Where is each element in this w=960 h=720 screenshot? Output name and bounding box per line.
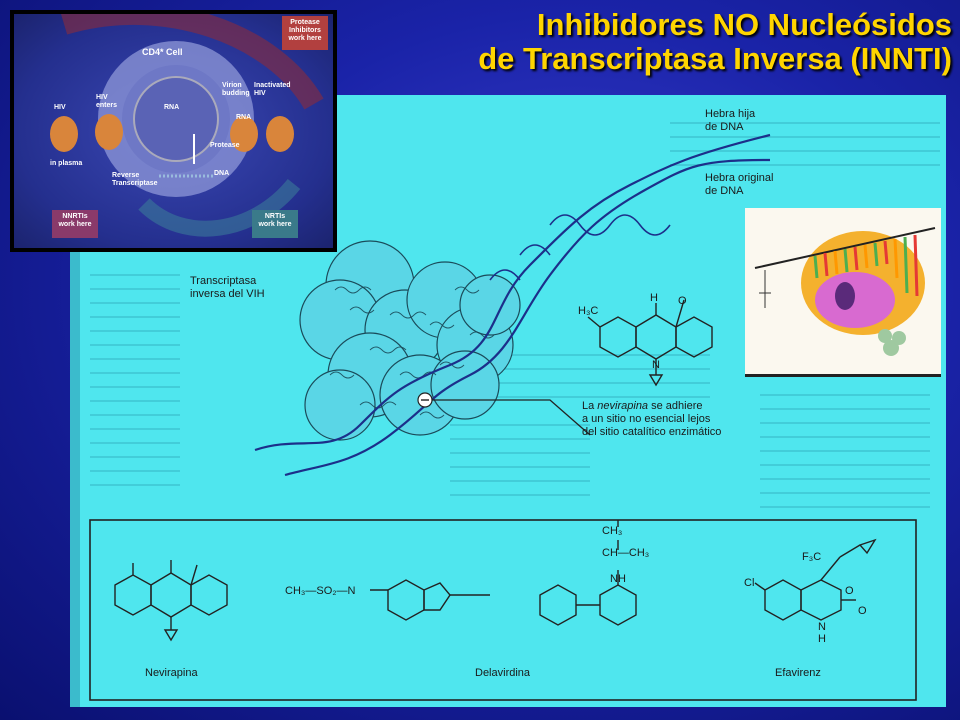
efavirenz-n: N bbox=[818, 621, 826, 633]
reverse-transcriptase-label: Reverse Transcriptase bbox=[112, 172, 158, 187]
in-plasma-label: in plasma bbox=[50, 160, 83, 167]
daughter-strand-label: Hebra hija de DNA bbox=[705, 108, 756, 133]
title-line-1: Inhibidores NO Nucleósidos bbox=[536, 7, 952, 42]
carbonyl-o-label: O bbox=[678, 295, 687, 307]
efavirenz-carbonyl-o: O bbox=[858, 605, 867, 617]
efavirenz-h: H bbox=[818, 633, 826, 645]
inactivated-hiv-label: Inactivated HIV bbox=[254, 82, 291, 97]
delavirdine-structure bbox=[370, 520, 637, 626]
delavirdine-sulfonyl: CH₃—SO₂—N bbox=[285, 585, 356, 597]
ring-n-label: N bbox=[652, 359, 660, 371]
cd4-cell-inset: CD4* Cell HIV in plasma HIV enters RNA D… bbox=[10, 10, 337, 252]
nevirapine-binding-inset bbox=[745, 208, 941, 377]
nrtis-box: NRTIs work here bbox=[252, 210, 298, 238]
delavirdine-nh: NH bbox=[610, 573, 626, 585]
protease-inhibitors-box: Protease Inhibitors work here bbox=[282, 16, 328, 50]
drug-name-efavirenz: Efavirenz bbox=[775, 667, 821, 679]
nevirapine-caption: La nevirapina se adhiere a un sitio no e… bbox=[582, 400, 722, 438]
rt-label: Transcriptasa inversa del VIH bbox=[190, 275, 265, 300]
drug-name-delavirdina: Delavirdina bbox=[475, 667, 531, 679]
rna-label: RNA bbox=[164, 104, 180, 111]
title-line-2: de Transcriptasa Inversa (INNTI) bbox=[478, 41, 952, 76]
efavirenz-f3c: F₃C bbox=[802, 551, 822, 563]
efavirenz-cl: Cl bbox=[744, 577, 755, 589]
efavirenz-ring-o: O bbox=[845, 585, 854, 597]
original-strand-label: Hebra original de DNA bbox=[705, 172, 774, 197]
nevirapine-structure-top bbox=[587, 299, 713, 387]
cd4-cell-title: CD4* Cell bbox=[142, 47, 183, 57]
drug-name-nevirapina: Nevirapina bbox=[145, 667, 198, 679]
delavirdine-ch-ch3: CH—CH₃ bbox=[602, 547, 650, 559]
figure-drawing bbox=[70, 95, 940, 707]
dna-daughter-strand bbox=[284, 158, 771, 477]
methyl-label: H₃C bbox=[578, 305, 599, 317]
efavirenz-structure bbox=[754, 538, 877, 621]
rna-right-label: RNA bbox=[236, 114, 252, 121]
enzyme-structure bbox=[299, 240, 521, 441]
dna-label: DNA bbox=[214, 170, 230, 177]
nnrtis-box: NNRTIs work here bbox=[52, 210, 98, 238]
protease-label: Protease bbox=[210, 142, 240, 149]
nevirapine-structure bbox=[114, 560, 228, 642]
slide-title: Inhibidores NO Nucleósidos de Transcript… bbox=[332, 8, 952, 76]
amide-h-label: H bbox=[650, 292, 658, 304]
dna-original-strand bbox=[254, 133, 771, 452]
delavirdine-ch3-top: CH₃ bbox=[602, 525, 623, 537]
hiv-enters-label: HIV enters bbox=[96, 94, 118, 109]
hiv-label: HIV bbox=[54, 104, 66, 111]
virion-budding-label: Virion budding bbox=[222, 82, 250, 97]
